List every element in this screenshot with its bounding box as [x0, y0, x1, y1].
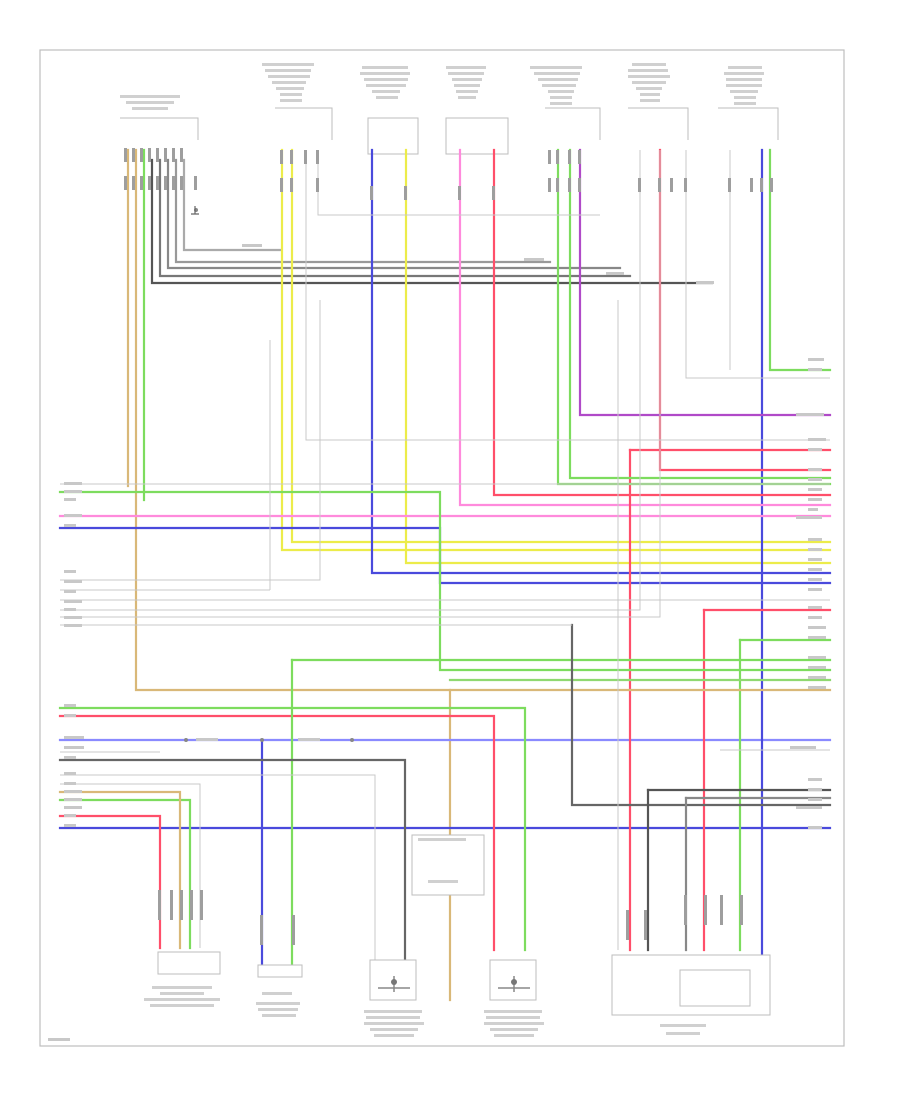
connector-outline: [628, 107, 689, 140]
splice-points: [184, 208, 354, 742]
red-wire: [58, 814, 162, 950]
bottom-right-module: [484, 959, 544, 1037]
black-wire: [570, 623, 832, 807]
green-wire: [58, 798, 192, 950]
green-wire: [58, 706, 527, 952]
connector-outline: [445, 117, 509, 155]
connector-outline: [545, 107, 601, 140]
top-component-captions: [120, 63, 764, 110]
connector-pins-top: [124, 148, 773, 200]
thin-wires: [60, 150, 830, 970]
diagram-frame: [39, 49, 845, 1047]
yellow-wire: [404, 148, 832, 565]
ground-symbol-icon: [191, 206, 199, 215]
blue-wire: [370, 148, 832, 575]
red-wire: [492, 148, 832, 497]
red-wire: [58, 714, 496, 952]
page-reference-mark: [48, 1038, 70, 1041]
connector-outline: [718, 107, 779, 140]
connector-outline: [120, 117, 199, 140]
yellow-wire: [280, 148, 832, 552]
green-wire: [58, 490, 832, 672]
pink-wire: [458, 148, 832, 507]
connector-outline: [275, 107, 333, 140]
blue-wire: [58, 526, 832, 585]
bottom-sensor-small: [256, 915, 303, 1017]
bottom-right-unit: [611, 895, 771, 1035]
green-wire: [556, 148, 832, 486]
bottom-mid-module: [364, 834, 485, 1037]
top-connectors: [120, 107, 779, 155]
ground-wire-bundle: [150, 158, 714, 285]
wire-code-labels: [64, 244, 826, 829]
bottom-left-switch: [144, 890, 221, 1007]
green-wire: [768, 148, 832, 372]
black-wire: [58, 758, 407, 962]
violet-wire: [578, 148, 832, 417]
green-wire: [568, 148, 832, 480]
yellow-wire: [290, 148, 832, 544]
connector-outline: [367, 117, 419, 155]
